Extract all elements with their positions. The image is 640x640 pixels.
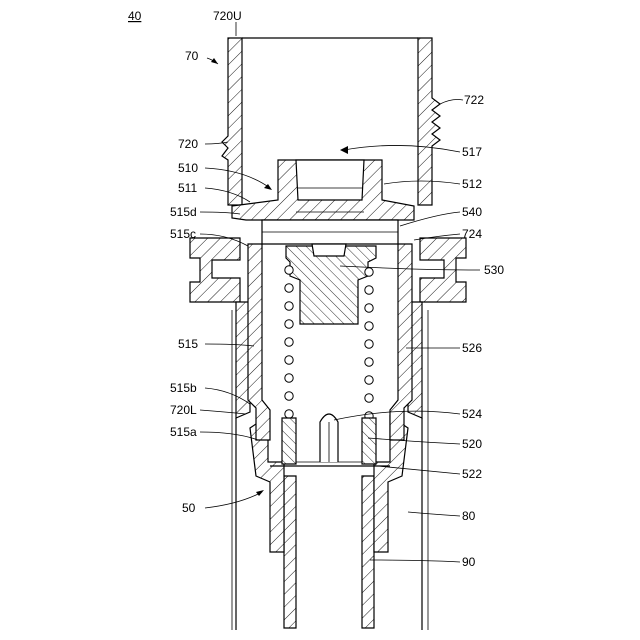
label-70: 70	[185, 49, 199, 63]
label-515a: 515a	[170, 425, 197, 439]
label-510: 510	[178, 161, 198, 175]
label-515: 515	[178, 337, 198, 351]
label-511: 511	[178, 181, 197, 195]
figure-number: 40	[128, 9, 142, 23]
spring-coil	[285, 392, 293, 400]
pin-524	[320, 414, 338, 462]
label-530: 530	[484, 263, 504, 277]
label-720: 720	[178, 137, 198, 151]
spring-coil	[365, 286, 373, 294]
label-80: 80	[462, 509, 476, 523]
label-520: 520	[462, 437, 482, 451]
cap-510	[232, 160, 414, 220]
spring-coil	[285, 374, 293, 382]
spring-coil	[285, 338, 293, 346]
label-720U: 720U	[213, 9, 242, 23]
spring-coil	[285, 320, 293, 328]
spring-coil	[285, 356, 293, 364]
label-540: 540	[462, 205, 482, 219]
label-722: 722	[464, 93, 484, 107]
label-90: 90	[462, 555, 476, 569]
plunger-530	[286, 244, 376, 324]
spring-coil	[365, 268, 373, 276]
label-522: 522	[462, 467, 482, 481]
label-517: 517	[462, 145, 482, 159]
label-724: 724	[462, 227, 482, 241]
spring-coil	[365, 340, 373, 348]
label-524: 524	[462, 407, 482, 421]
spring-coil	[365, 322, 373, 330]
spring-coil	[365, 304, 373, 312]
seal-540	[262, 220, 398, 244]
label-515c: 515c	[170, 227, 196, 241]
label-526: 526	[462, 341, 482, 355]
spring-coil	[285, 410, 293, 418]
label-720L: 720L	[170, 403, 197, 417]
spring-coil	[365, 358, 373, 366]
spring-coil	[285, 284, 293, 292]
label-515b: 515b	[170, 381, 197, 395]
label-512: 512	[462, 177, 482, 191]
label-515d: 515d	[170, 205, 197, 219]
inner-tube-90	[284, 476, 374, 628]
spring-coil	[365, 394, 373, 402]
spring-coil	[285, 302, 293, 310]
label-50: 50	[182, 501, 196, 515]
spring-coil	[285, 266, 293, 274]
spring-coil	[365, 376, 373, 384]
